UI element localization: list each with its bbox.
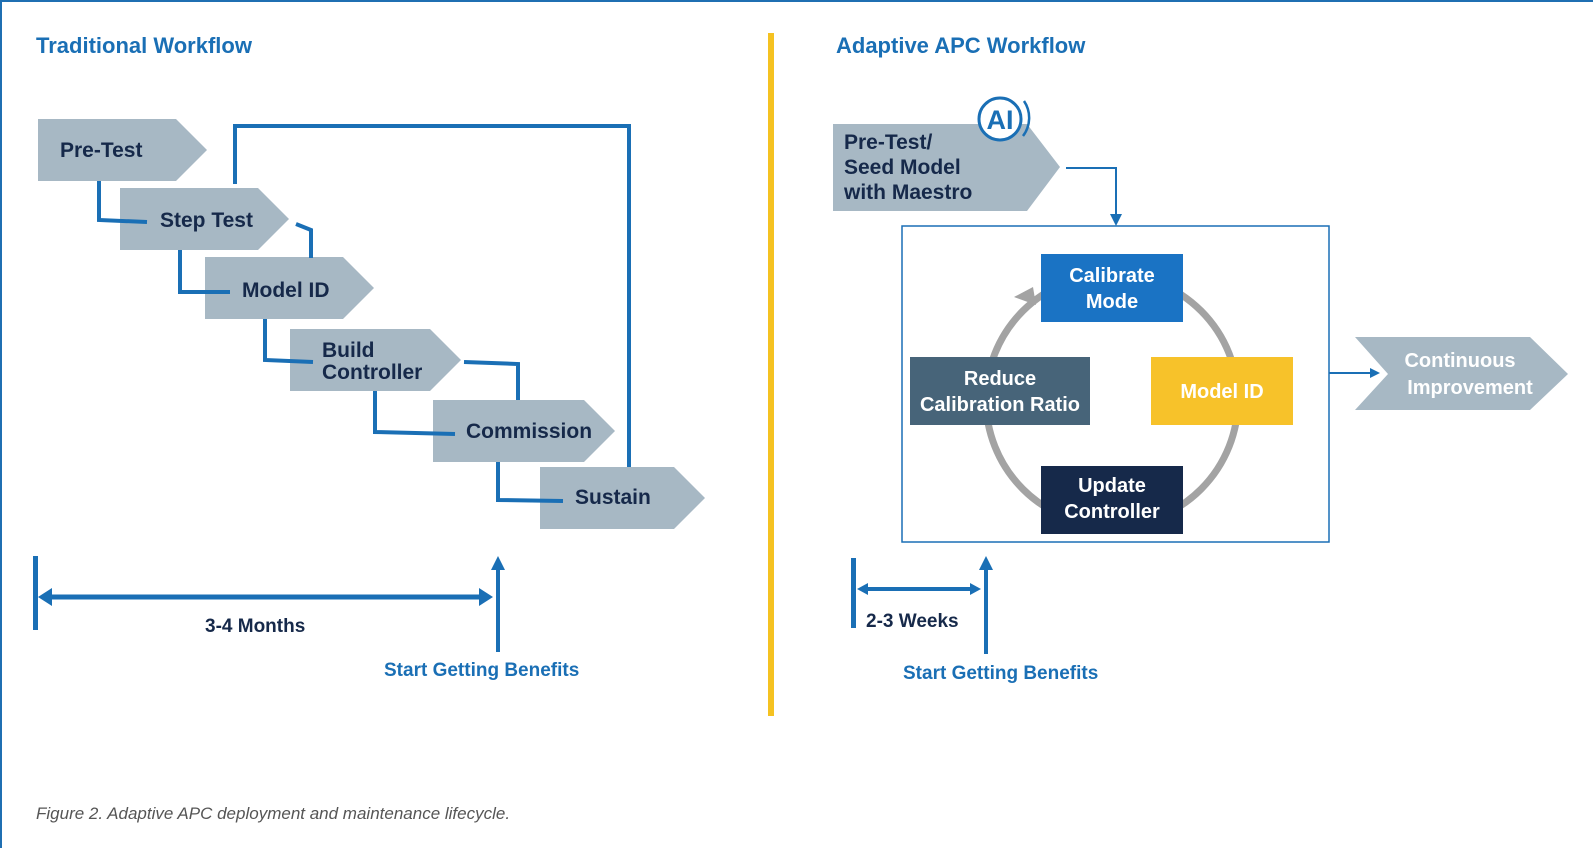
seed-line-1: Pre-Test/ [844,131,932,154]
continuous-line-2: Improvement [1407,377,1533,399]
ai-badge-label: AI [987,105,1014,135]
adaptive-benefits-arrow-up [979,556,993,570]
adaptive-timeline-start-tick [851,558,856,628]
traditional-duration-label: 3-4 Months [205,616,306,637]
steptest-chevron [120,188,289,250]
step-controller-label: Controller [322,361,422,384]
duration-arrow-left [38,588,52,606]
seed-line-2: Seed Model [844,156,961,179]
return-commission-build [463,360,520,400]
figure-caption: Figure 2. Adaptive APC deployment and ma… [36,804,511,823]
ai-badge-arc [1021,100,1031,137]
update-line-2: Controller [1064,501,1160,523]
sustain-chevron [540,467,705,529]
connector-steptest-modelid [178,250,230,294]
cycle-arrowhead [1014,287,1036,305]
adaptive-duration-label: 2-3 Weeks [866,611,959,632]
update-line-1: Update [1078,475,1146,497]
seed-to-loop-connector [1066,167,1117,218]
pretest-chevron [38,119,207,181]
section-divider [768,33,774,716]
traditional-title: Traditional Workflow [36,33,252,58]
duration-arrow-right [479,588,493,606]
step-modelid-label: Model ID [242,279,330,302]
reduce-box [910,357,1090,425]
seed-line-3: with Maestro [843,181,972,204]
step-sustain-label: Sustain [575,486,651,509]
step-steptest-label: Step Test [160,209,253,232]
connector-pretest-steptest [97,181,148,224]
benefits-arrow-up [491,556,505,570]
update-box [1041,466,1183,534]
connector-modelid-build [263,319,314,364]
connector-commission-sustain [496,462,564,503]
step-pretest-label: Pre-Test [60,139,142,162]
commission-chevron [433,400,615,462]
calibrate-box [1041,254,1183,322]
adaptive-duration-arrow-right [970,583,981,595]
seed-model-chevron [833,124,1060,211]
modelid-chevron [205,257,374,319]
modelid-box-label: Model ID [1180,381,1263,403]
feedback-loop-connector [233,124,631,467]
adaptive-duration-arrow-left [857,583,868,595]
adaptive-title: Adaptive APC Workflow [836,33,1086,58]
continuous-improvement-chevron [1355,337,1568,410]
step-commission-label: Commission [466,420,592,443]
adaptive-benefits-label: Start Getting Benefits [903,663,1099,684]
timeline-start-tick [33,556,38,630]
ai-badge-circle [977,96,1023,142]
calibrate-line-2: Mode [1086,291,1138,313]
step-build-label: Build [322,339,375,362]
continuous-line-1: Continuous [1404,350,1515,372]
reduce-line-1: Reduce [964,368,1036,390]
reduce-line-2: Calibration Ratio [920,394,1080,416]
loop-to-continuous-arrowhead [1370,368,1380,378]
connector-build-commission [373,391,456,436]
modelid-box [1151,357,1293,425]
build-controller-chevron [290,329,461,391]
traditional-benefits-label: Start Getting Benefits [384,660,580,681]
calibrate-line-1: Calibrate [1069,265,1155,287]
return-modelid-steptest [295,222,313,258]
seed-to-loop-arrowhead [1110,214,1122,226]
